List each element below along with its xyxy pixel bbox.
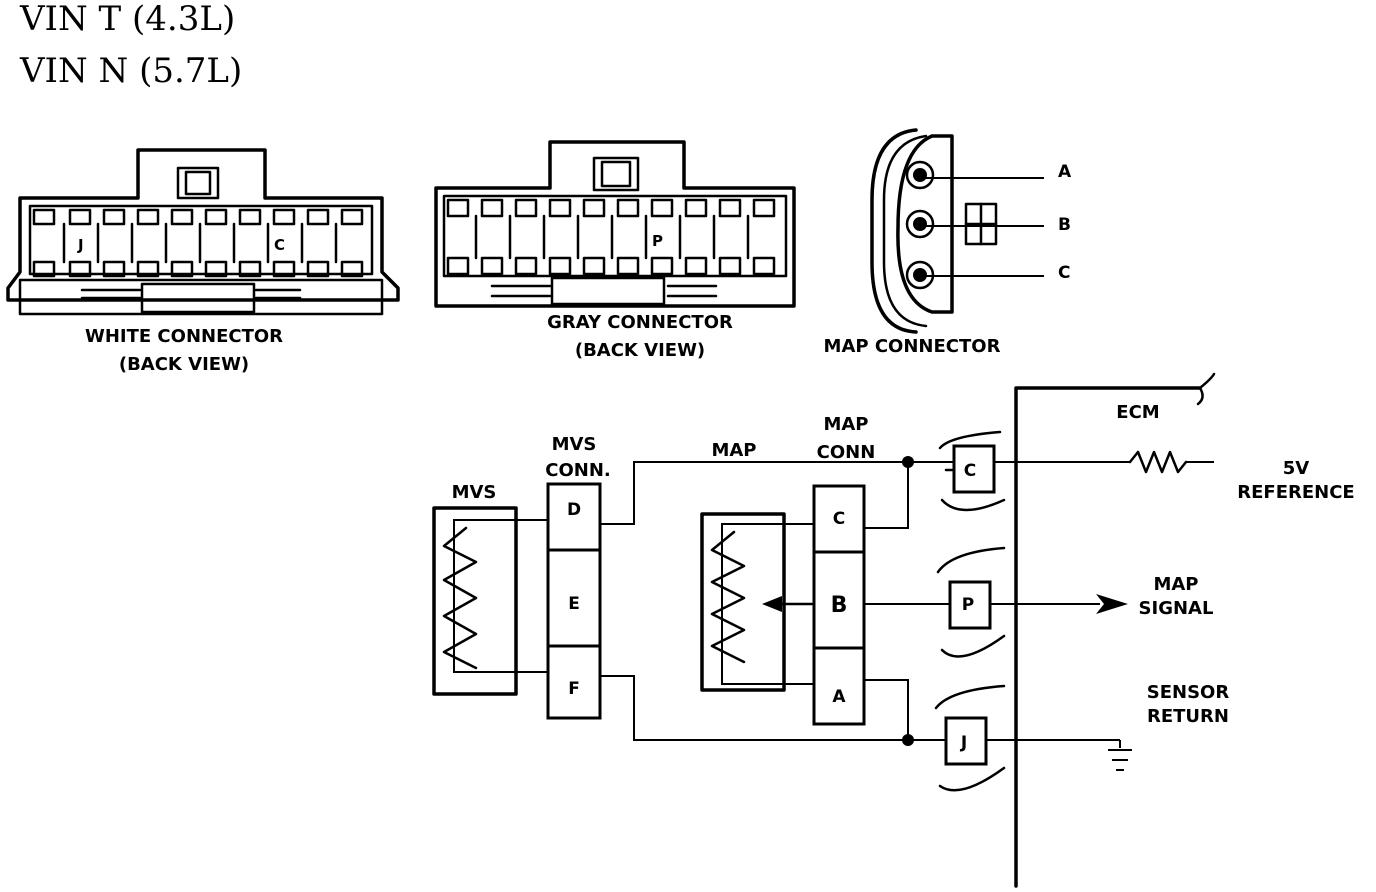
map-sensor-body — [700, 512, 786, 692]
white-connector-view: (BACK VIEW) — [119, 354, 249, 375]
white-connector-label: WHITE CONNECTOR — [85, 326, 283, 347]
map-conn-label: MAP — [823, 414, 868, 435]
signal-arrow-icon — [1096, 594, 1128, 614]
gray-connector-label: GRAY CONNECTOR — [547, 312, 733, 333]
reference-resistor-icon — [1128, 450, 1188, 474]
wiper-arrow-icon — [762, 596, 782, 612]
sensor-return-label-2: RETURN — [1147, 706, 1229, 727]
mvs-sensor-body — [432, 506, 518, 696]
reference-label-2: REFERENCE — [1237, 482, 1354, 503]
gray-connector-drawing — [434, 140, 796, 308]
white-pin-c: C — [274, 236, 285, 254]
mvs-resistor-icon — [442, 526, 478, 670]
mvs-pin-e-box — [546, 548, 602, 648]
map-connector-drawing — [870, 128, 1044, 334]
splice-dot-reference — [902, 456, 914, 468]
reference-label: 5V — [1283, 458, 1310, 479]
ecm-break-mark — [1196, 372, 1216, 406]
ecm-terminal-p — [936, 546, 1006, 658]
ecm-pin-c: C — [964, 461, 976, 481]
map-conn-pin-c: C — [833, 509, 845, 529]
white-pin-j: J — [77, 236, 84, 254]
ecm-terminal-c — [938, 430, 1006, 512]
mvs-pin-f: F — [568, 679, 580, 699]
map-conn-pin-c-box — [812, 484, 866, 554]
mvs-conn-label-2: CONN. — [545, 460, 610, 481]
map-conn-pin-a: A — [832, 687, 846, 707]
ecm-pin-p: P — [962, 595, 974, 615]
mvs-pin-d: D — [567, 500, 581, 520]
map-resistor-icon — [710, 530, 746, 664]
mvs-label: MVS — [452, 482, 497, 503]
white-connector-drawing — [6, 148, 400, 316]
map-pin-a-label: A — [1058, 162, 1072, 182]
ecm-pin-j: J — [960, 733, 967, 753]
ecm-label: ECM — [1116, 402, 1159, 423]
mvs-conn-label: MVS — [552, 434, 597, 455]
vin-n-title: VIN N (5.7L) — [19, 51, 242, 91]
ecm-boundary — [1014, 386, 1202, 888]
map-connector-label: MAP CONNECTOR — [824, 336, 1001, 357]
map-signal-label-2: SIGNAL — [1139, 598, 1214, 619]
map-label: MAP — [711, 440, 756, 461]
mvs-pin-d-box — [546, 482, 602, 552]
map-conn-label-2: CONN — [817, 442, 876, 463]
map-conn-pin-a-box — [812, 646, 866, 726]
mvs-pin-e: E — [568, 594, 580, 614]
map-pin-b-label: B — [1058, 215, 1071, 235]
splice-dot-return — [902, 734, 914, 746]
map-conn-pin-b: B — [831, 593, 848, 618]
gray-pin-p: P — [652, 232, 663, 250]
map-pin-c-label: C — [1058, 263, 1070, 283]
gray-connector-view: (BACK VIEW) — [575, 340, 705, 361]
ground-icon — [1108, 749, 1132, 771]
ecm-terminal-j — [934, 684, 1006, 792]
map-signal-label: MAP — [1153, 574, 1198, 595]
sensor-return-label: SENSOR — [1147, 682, 1230, 703]
vin-t-title: VIN T (4.3L) — [19, 0, 235, 39]
mvs-pin-f-box — [546, 644, 602, 720]
